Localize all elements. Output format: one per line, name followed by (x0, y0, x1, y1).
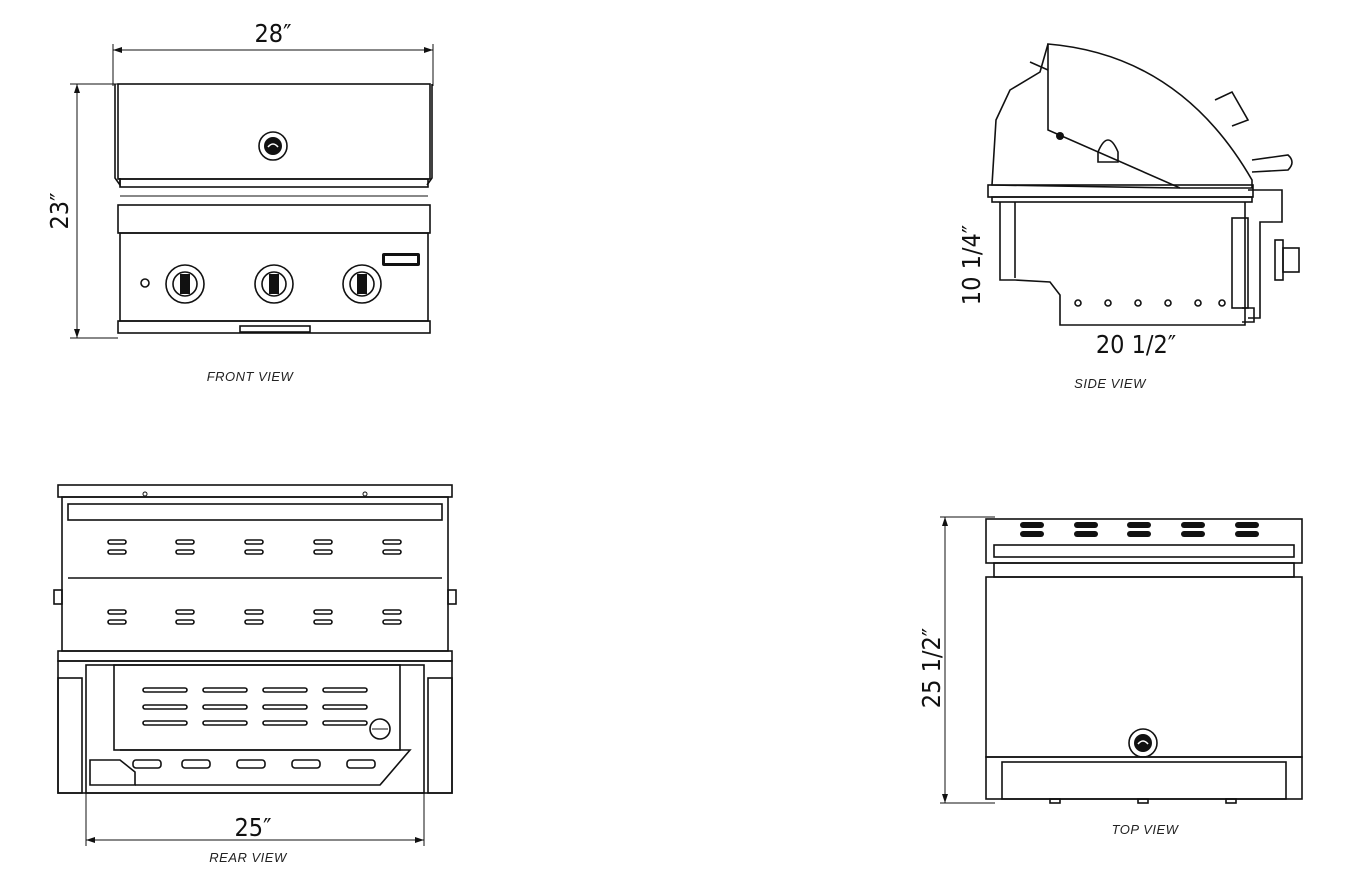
top-depth-dimension: 25 1/2″ (917, 516, 995, 804)
side-view: 10 1/4″ 20 1/2″ SIDE VIEW (957, 43, 1300, 391)
rear-view-caption: REAR VIEW (209, 850, 288, 865)
control-knob-icon (165, 264, 205, 304)
top-vent-row (1020, 522, 1259, 537)
front-view: 28″ 23″ (45, 19, 434, 384)
front-width-dimension: 28″ (112, 19, 434, 86)
top-view: 25 1/2″ TOP VIEW (917, 516, 1303, 837)
top-grill-body (985, 518, 1303, 804)
rear-view: 25″ REAR VIEW (53, 484, 457, 865)
rear-lower-vents (142, 687, 368, 726)
side-height-label: 10 1/4″ (957, 225, 986, 305)
front-height-dimension: 23″ (45, 83, 118, 339)
front-grill-body (114, 83, 433, 334)
gas-inlet-icon (369, 718, 391, 740)
front-height-label: 23″ (45, 192, 74, 229)
top-depth-label: 25 1/2″ (917, 628, 946, 708)
front-view-caption: FRONT VIEW (207, 369, 295, 384)
control-knob-icon (342, 264, 382, 304)
side-grill-body (987, 43, 1300, 326)
top-lid-handle-icon (1134, 734, 1152, 752)
rear-upper-vents (107, 539, 402, 625)
side-view-caption: SIDE VIEW (1074, 376, 1147, 391)
vent-hole-row (1074, 299, 1226, 307)
top-view-caption: TOP VIEW (1112, 822, 1180, 837)
rear-width-label: 25″ (234, 813, 271, 842)
rear-grill-body (53, 484, 457, 794)
control-knob-icon (254, 264, 294, 304)
side-depth-label: 20 1/2″ (1096, 330, 1176, 359)
rear-width-dimension: 25″ (85, 793, 425, 846)
front-width-label: 28″ (254, 19, 291, 48)
lid-handle-icon (264, 137, 282, 155)
igniter-button-icon (140, 278, 150, 288)
